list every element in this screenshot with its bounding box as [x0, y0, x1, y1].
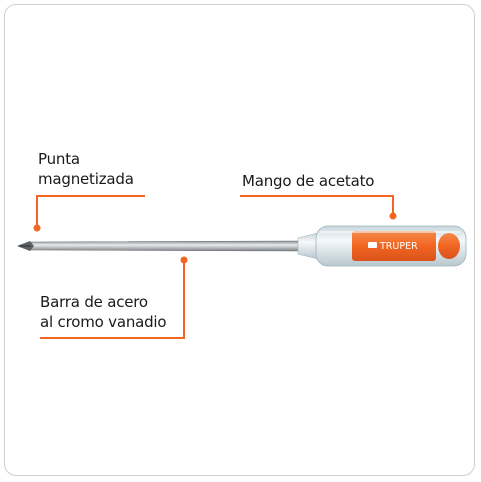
brand-text: TRUPER [379, 241, 418, 252]
callout-tip [33, 195, 145, 232]
acetate-handle [315, 225, 467, 267]
handle-neck [297, 232, 319, 260]
tip-label-line2: magnetizada [38, 170, 134, 188]
tip-label-line1: Punta [38, 150, 80, 168]
magnetic-tip [17, 241, 34, 251]
shaft-label-line1: Barra de acero [40, 293, 148, 311]
callout-shaft [40, 256, 188, 339]
truper-logo: TRUPER [368, 241, 418, 252]
callout-handle [240, 195, 397, 220]
shaft [21, 240, 301, 252]
handle-label: Mango de acetato [242, 172, 375, 190]
shaft-label-line2: al cromo vanadio [40, 313, 167, 331]
